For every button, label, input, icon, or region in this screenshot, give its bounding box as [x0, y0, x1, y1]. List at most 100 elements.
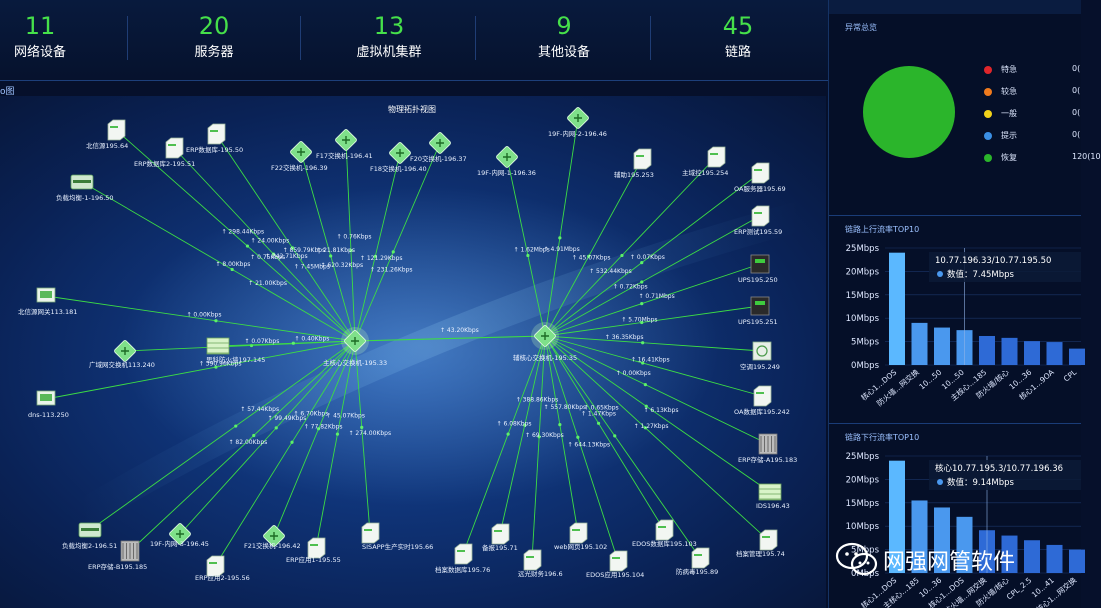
- bar[interactable]: [979, 335, 995, 365]
- bar[interactable]: [889, 252, 905, 365]
- topology-link[interactable]: [544, 335, 771, 493]
- bar[interactable]: [1069, 549, 1085, 573]
- topology-node-firewall[interactable]: 思科防火墙197.145: [206, 337, 265, 364]
- topology-link[interactable]: [89, 340, 356, 531]
- bar[interactable]: [1024, 540, 1040, 573]
- topology-node-monitor[interactable]: dns-113.250: [28, 390, 69, 419]
- topology-link[interactable]: [544, 335, 579, 534]
- topology-node-switch[interactable]: F17交换机-196.41: [316, 129, 373, 160]
- topology-tab-label[interactable]: o图: [0, 87, 15, 97]
- topology-node-server[interactable]: EDOS应用195.104: [586, 550, 644, 579]
- topology-node-server[interactable]: SISAPP生产实时195.66: [361, 522, 433, 551]
- stat-vm-clusters[interactable]: 13 虚拟机集群: [309, 12, 469, 60]
- core-switch-node[interactable]: 辅核心交换机-195.35: [513, 322, 577, 362]
- topology-node-switch[interactable]: F21交换机-196.42: [244, 525, 301, 550]
- topology-node-server[interactable]: 档案管理195.74: [736, 529, 785, 558]
- bar[interactable]: [1001, 535, 1018, 573]
- topology-link[interactable]: [315, 340, 356, 549]
- topology-node-switch[interactable]: 19F-内网-1-196.36: [477, 146, 536, 177]
- topology-link[interactable]: [544, 335, 665, 531]
- bar[interactable]: [1046, 342, 1063, 365]
- topology-node-balancer[interactable]: 负载均衡-1-196.50: [56, 174, 114, 202]
- topology-node-balancer[interactable]: 负载均衡2-196.51: [62, 522, 117, 550]
- topology-node-switch[interactable]: 广域网交换机113.240: [89, 340, 155, 369]
- topology-link[interactable]: [173, 147, 356, 342]
- topology-link[interactable]: [45, 340, 356, 400]
- alarm-pie-slice-recovered[interactable]: [863, 66, 955, 158]
- stat-network-devices[interactable]: 11 网络设备: [0, 12, 120, 60]
- topology-node-server[interactable]: EDOS数据库195.103: [632, 519, 697, 548]
- bar[interactable]: [1001, 337, 1018, 365]
- topology-link[interactable]: [462, 335, 546, 555]
- topology-node-switch[interactable]: 19F-内网-2-196.46: [548, 107, 607, 138]
- topology-link[interactable]: [544, 117, 579, 337]
- topology-node-server[interactable]: 辅助195.253: [614, 148, 654, 179]
- topology-node-server[interactable]: ERP数据库-195.50: [186, 123, 243, 154]
- topology-node-ups[interactable]: UPS195.251: [738, 296, 778, 326]
- topology-node-server[interactable]: ERP测试195.59: [734, 205, 782, 236]
- topology-link[interactable]: [544, 335, 769, 445]
- topology-node-server[interactable]: ERP应用1-195.55: [286, 537, 341, 564]
- stat-other-devices[interactable]: 9 其他设备: [484, 12, 644, 60]
- topology-node-ups[interactable]: UPS195.250: [738, 254, 778, 284]
- topology-node-server[interactable]: 档案数据库195.76: [435, 543, 490, 574]
- topology-link[interactable]: [544, 335, 763, 352]
- topology-link[interactable]: [544, 335, 769, 541]
- topology-node-server[interactable]: OA服务器195.69: [734, 162, 786, 193]
- topology-link[interactable]: [544, 172, 761, 337]
- topology-node-server[interactable]: 远光财务196.6: [518, 549, 563, 578]
- bar[interactable]: [911, 322, 928, 365]
- topology-link[interactable]: [115, 129, 356, 342]
- topology-link[interactable]: [531, 335, 546, 561]
- topology-link[interactable]: [179, 340, 356, 535]
- topology-node-ac[interactable]: 空调195.249: [740, 341, 780, 371]
- topology-link[interactable]: [354, 152, 401, 342]
- topology-node-switch[interactable]: 19F-内网-3-196.45: [150, 523, 209, 548]
- bar[interactable]: [1046, 544, 1063, 573]
- bar[interactable]: [956, 516, 973, 573]
- topology-node-server[interactable]: OA数据库195.242: [734, 385, 790, 416]
- topology-link[interactable]: [544, 156, 717, 337]
- stat-servers[interactable]: 20 服务器: [134, 12, 294, 60]
- bar[interactable]: [934, 327, 950, 365]
- topology-link[interactable]: [217, 340, 356, 347]
- topology-node-monitor[interactable]: 北信源网关113.181: [18, 287, 77, 316]
- topology-link[interactable]: [129, 340, 356, 552]
- topology-link[interactable]: [544, 335, 763, 397]
- topology-link[interactable]: [506, 156, 546, 337]
- topology-link[interactable]: [354, 142, 441, 342]
- topology-link[interactable]: [214, 340, 356, 567]
- topology-link[interactable]: [544, 158, 643, 337]
- topology-link[interactable]: [354, 340, 371, 534]
- hub-link[interactable]: [354, 335, 546, 342]
- topology-node-switch[interactable]: F22交换机-196.39: [271, 141, 328, 172]
- alarm-pie[interactable]: [859, 62, 959, 162]
- bar[interactable]: [911, 500, 928, 573]
- topology-node-server[interactable]: web网页195.102: [554, 522, 607, 551]
- topology-link[interactable]: [544, 215, 761, 337]
- topology-node-server[interactable]: ERP应用2-195.56: [195, 555, 250, 582]
- topology-link[interactable]: [544, 335, 619, 562]
- topology-link[interactable]: [544, 335, 701, 559]
- topology-node-switch[interactable]: F20交换机-196.37: [410, 132, 467, 163]
- topology-link[interactable]: [300, 151, 356, 342]
- topology-link[interactable]: [273, 340, 356, 537]
- topology-node-server[interactable]: 防病毒195.89: [676, 547, 718, 576]
- topology-link[interactable]: [81, 181, 356, 342]
- topology-node-server[interactable]: 主域控195.254: [682, 146, 728, 177]
- topology-link[interactable]: [45, 295, 356, 342]
- topology-node-server[interactable]: 北信源195.64: [86, 119, 128, 150]
- topology-link[interactable]: [544, 305, 761, 337]
- topology-link[interactable]: [544, 263, 761, 337]
- topology-node-server[interactable]: 备报195.71: [482, 523, 518, 552]
- core-switch-node[interactable]: 主核心交换机-195.33: [323, 327, 387, 367]
- bar[interactable]: [1069, 348, 1085, 365]
- topology-node-firewall[interactable]: IDS196.43: [756, 483, 790, 510]
- topology-node-storage[interactable]: ERP存储-B195.185: [88, 540, 147, 571]
- bar[interactable]: [934, 507, 950, 573]
- topology-link[interactable]: [499, 335, 546, 535]
- topology-link[interactable]: [345, 139, 356, 342]
- bar[interactable]: [1024, 341, 1040, 365]
- topology-node-storage[interactable]: ERP存储-A195.183: [738, 433, 797, 464]
- topology-link[interactable]: [215, 133, 356, 342]
